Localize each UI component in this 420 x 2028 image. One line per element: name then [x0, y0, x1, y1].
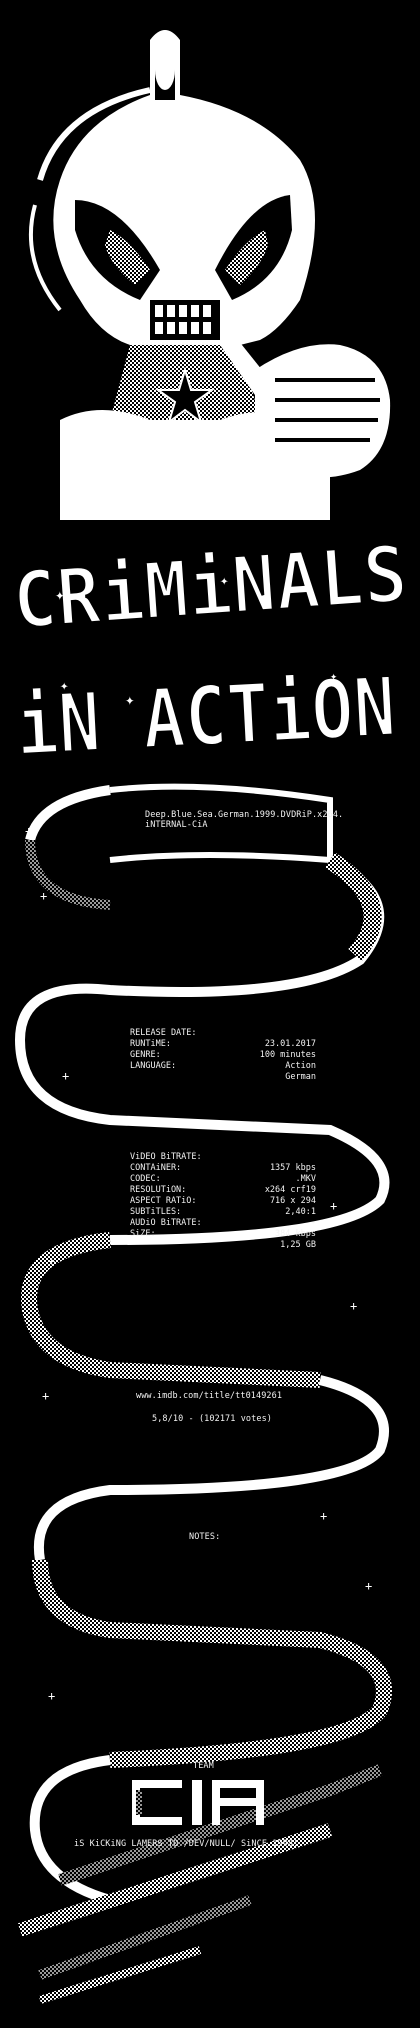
tech-value: 1357 kbps	[269, 1163, 316, 1173]
svg-text:+: +	[42, 1389, 49, 1403]
svg-text:✦: ✦	[60, 678, 69, 694]
tech-value: 2,40:1	[285, 1207, 316, 1217]
svg-text:+: +	[48, 1689, 55, 1703]
imdb-link[interactable]: www.imdb.com/title/tt0149261	[136, 1391, 283, 1401]
team-label: TEAM	[193, 1761, 214, 1771]
info-row: LANGUAGE: German	[130, 1050, 316, 1094]
criminals-in-action-logo: CRiMiNALS iN ACTiON ✦ ✦ ✦ ✦ ✦	[8, 528, 411, 776]
info-value: 100 minutes	[259, 1050, 316, 1060]
tech-row: CODEC: x264 crf19	[130, 1163, 316, 1207]
tech-value: .MKV	[295, 1174, 316, 1184]
tech-row: SUBTiTLES: -	[130, 1196, 316, 1240]
release-tag: iNTERNAL-CiA	[145, 820, 208, 830]
imdb-rating: 5,8/10 - (102171 votes)	[152, 1414, 273, 1424]
svg-text:iN ACTiON: iN ACTiON	[14, 660, 398, 775]
tech-info-table: ViDEO BiTRATE: 1357 kbps CONTAiNER: .MKV…	[130, 1141, 316, 1250]
fist-art	[220, 330, 391, 478]
tech-label: SiZE:	[130, 1229, 156, 1239]
tech-row: RESOLUTiON: 716 x 294	[130, 1174, 316, 1218]
info-value: 23.01.2017	[264, 1039, 316, 1049]
info-row: RELEASE DATE: 23.01.2017	[130, 1017, 316, 1061]
tech-value: 1,25 GB	[280, 1240, 316, 1250]
sparkle-decorations: + + + + + + + + + +	[25, 824, 372, 1703]
alien-head-art	[28, 30, 330, 520]
tech-value: x264 crf19	[264, 1185, 316, 1195]
release-info-table: RELEASE DATE: 23.01.2017 RUNTiME: 100 mi…	[130, 1017, 316, 1082]
cia-logo	[132, 1780, 264, 1825]
tech-row: ViDEO BiTRATE: 1357 kbps	[130, 1141, 316, 1185]
tech-value: 384 kbps	[275, 1229, 316, 1239]
tech-label: ViDEO BiTRATE:	[130, 1152, 202, 1162]
svg-text:✦: ✦	[125, 690, 135, 709]
info-value: German	[285, 1072, 316, 1082]
tech-row: CONTAiNER: .MKV	[130, 1152, 316, 1196]
info-row: GENRE: Action	[130, 1039, 316, 1083]
svg-text:+: +	[40, 889, 47, 903]
notes-label: NOTES:	[189, 1532, 221, 1542]
tech-label: CONTAiNER:	[130, 1163, 182, 1173]
svg-text:+: +	[320, 1509, 327, 1523]
tech-label: ASPECT RATiO:	[130, 1196, 197, 1206]
spiral-ribbon-art	[15, 783, 392, 2004]
svg-text:CRiMiNALS: CRiMiNALS	[10, 530, 410, 647]
svg-text:+: +	[62, 1069, 69, 1083]
svg-text:+: +	[48, 1254, 55, 1268]
tech-row: SiZE: 1,25 GB	[130, 1218, 316, 1262]
info-row: RUNTiME: 100 minutes	[130, 1028, 316, 1072]
tech-row: AUDiO BiTRATE: 384 kbps	[130, 1207, 316, 1251]
svg-text:+: +	[330, 1199, 337, 1213]
svg-text:✦: ✦	[330, 669, 337, 683]
info-label: LANGUAGE:	[130, 1061, 177, 1071]
svg-text:✦: ✦	[55, 585, 65, 604]
svg-text:+: +	[25, 824, 32, 838]
tech-value: 716 x 294	[269, 1196, 316, 1206]
release-name: Deep.Blue.Sea.German.1999.DVDRiP.x264.	[145, 810, 344, 820]
info-label: GENRE:	[130, 1050, 161, 1060]
tech-label: CODEC:	[130, 1174, 161, 1184]
svg-text:✦: ✦	[220, 573, 229, 589]
group-slogan: iS KiCKiNG LAMERS TO /DEV/NULL/ SiNCE 19…	[74, 1839, 299, 1849]
tech-label: AUDiO BiTRATE:	[130, 1218, 202, 1228]
svg-text:+: +	[365, 1579, 372, 1593]
tech-value: -	[310, 1218, 316, 1228]
tech-label: SUBTiTLES:	[130, 1207, 182, 1217]
tech-row: ASPECT RATiO: 2,40:1	[130, 1185, 316, 1229]
info-label: RELEASE DATE:	[130, 1028, 197, 1038]
info-label: RUNTiME:	[130, 1039, 171, 1049]
svg-text:+: +	[350, 1299, 357, 1313]
info-value: Action	[285, 1061, 316, 1071]
tech-label: RESOLUTiON:	[130, 1185, 187, 1195]
